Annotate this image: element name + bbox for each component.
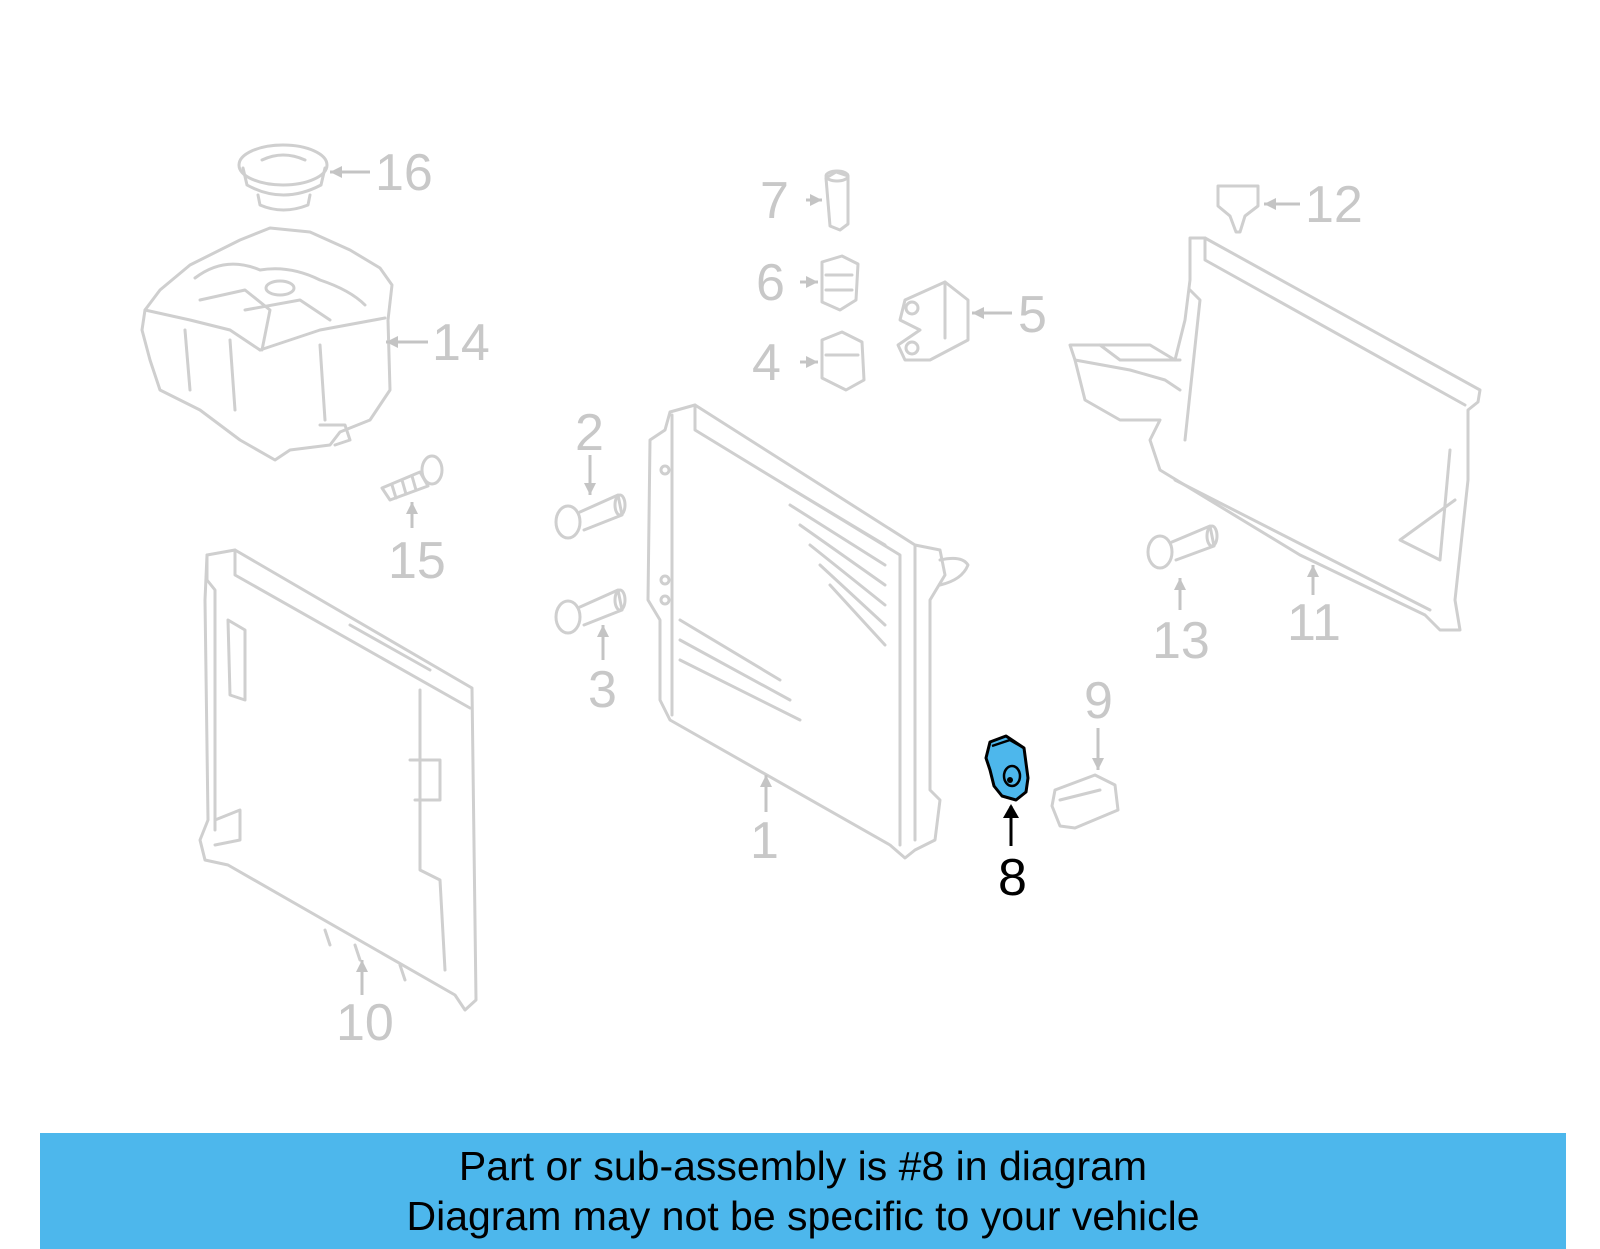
callout-15[interactable]: 15 <box>388 532 446 590</box>
callout-3[interactable]: 3 <box>588 661 617 719</box>
callout-16[interactable]: 16 <box>375 144 433 202</box>
callout-6[interactable]: 6 <box>756 254 785 312</box>
reservoir-cap-part[interactable] <box>237 143 329 212</box>
callout-5[interactable]: 5 <box>1018 286 1047 344</box>
callout-13[interactable]: 13 <box>1152 612 1210 670</box>
callout-14[interactable]: 14 <box>432 314 490 372</box>
callout-10[interactable]: 10 <box>336 994 394 1052</box>
callout-1[interactable]: 1 <box>750 812 779 870</box>
callout-9[interactable]: 9 <box>1084 672 1113 730</box>
bolt-13-part[interactable] <box>1146 524 1219 570</box>
caption-banner: Part or sub-assembly is #8 in diagram Di… <box>40 1133 1566 1249</box>
caption-line-2: Diagram may not be specific to your vehi… <box>406 1193 1200 1239</box>
mount-8-highlighted-part[interactable] <box>984 734 1030 802</box>
bolt-15-part[interactable] <box>380 454 444 502</box>
callout-2[interactable]: 2 <box>575 404 604 462</box>
coolant-reservoir-part[interactable] <box>140 226 394 462</box>
bushing-7-part[interactable] <box>824 169 850 232</box>
callout-8[interactable]: 8 <box>998 849 1027 907</box>
bolt-3-part[interactable] <box>554 588 627 635</box>
callout-7[interactable]: 7 <box>760 172 789 230</box>
parts-diagram: 16 14 15 10 <box>140 143 1482 1052</box>
arrowhead-8 <box>1003 804 1019 818</box>
callout-4[interactable]: 4 <box>752 334 781 392</box>
callout-11[interactable]: 11 <box>1287 594 1341 652</box>
mount-6-part[interactable] <box>820 254 860 312</box>
air-duct-part[interactable] <box>1068 236 1482 632</box>
gray-arrowheads <box>330 166 1319 972</box>
radiator-support-frame-part[interactable] <box>198 548 478 1012</box>
clip-12-part[interactable] <box>1216 184 1260 234</box>
bolt-2-part[interactable] <box>554 493 627 540</box>
radiator-part[interactable] <box>646 403 970 860</box>
mount-4-part[interactable] <box>820 330 866 392</box>
bracket-9-part[interactable] <box>1050 773 1120 830</box>
callout-12[interactable]: 12 <box>1305 176 1363 234</box>
caption-line-1: Part or sub-assembly is #8 in diagram <box>458 1143 1148 1189</box>
bracket-5-part[interactable] <box>896 280 970 362</box>
